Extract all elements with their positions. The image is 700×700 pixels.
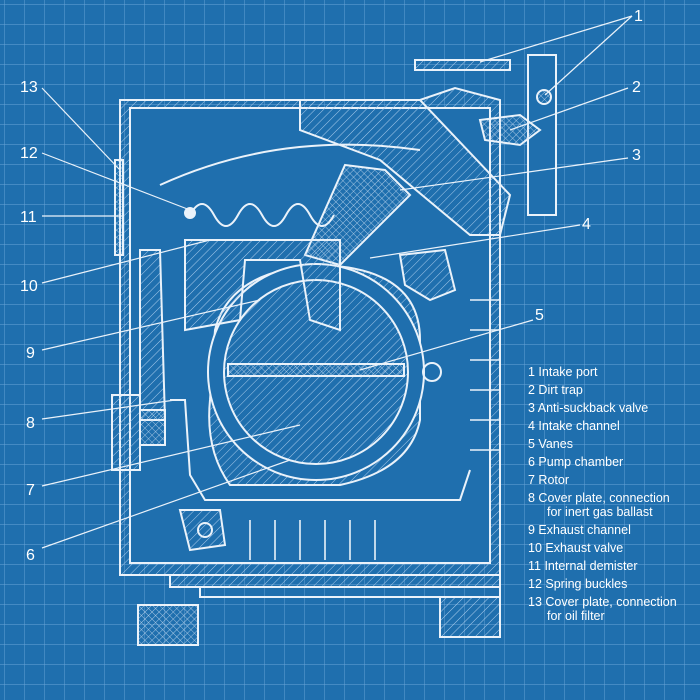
legend-item: 1 Intake port — [528, 365, 598, 379]
leader-lines — [41, 15, 633, 549]
vanes — [227, 363, 405, 377]
legend-item: 6 Pump chamber — [528, 455, 624, 469]
legend-item-continuation: for inert gas ballast — [547, 505, 653, 519]
legend-item: 10 Exhaust valve — [528, 541, 624, 555]
legend-item: 12 Spring buckles — [528, 577, 628, 591]
legend-item: 13 Cover plate, connection — [528, 595, 677, 609]
legend-item: 3 Anti-suckback valve — [528, 401, 649, 415]
legend-item: 8 Cover plate, connection — [528, 491, 670, 505]
callout-11: 11 — [20, 209, 37, 226]
legend-item: 5 Vanes — [528, 437, 573, 451]
callout-4: 4 — [582, 216, 591, 233]
legend: 1 Intake port 2 Dirt trap 3 Anti-suckbac… — [528, 363, 700, 625]
exhaust-assembly — [114, 143, 471, 501]
callout-5: 5 — [535, 307, 544, 324]
callout-8: 8 — [26, 415, 35, 432]
callout-13: 13 — [20, 79, 38, 96]
callout-3: 3 — [632, 147, 641, 164]
legend-item: 11 Internal demister — [528, 559, 638, 573]
callout-9: 9 — [26, 345, 35, 362]
pump-chamber — [207, 263, 442, 486]
legend-item: 2 Dirt trap — [528, 383, 583, 397]
callout-6: 6 — [26, 547, 35, 564]
legend-item: 4 Intake channel — [528, 419, 620, 433]
callout-12: 12 — [20, 145, 38, 162]
legend-item: 9 Exhaust channel — [528, 523, 631, 537]
callout-2: 2 — [632, 79, 641, 96]
callout-10: 10 — [20, 278, 38, 295]
legend-item-continuation: for oil filter — [547, 609, 605, 623]
callout-7: 7 — [26, 482, 35, 499]
legend-item: 7 Rotor — [528, 473, 569, 487]
side-plates — [111, 394, 227, 552]
callout-1: 1 — [634, 8, 643, 25]
